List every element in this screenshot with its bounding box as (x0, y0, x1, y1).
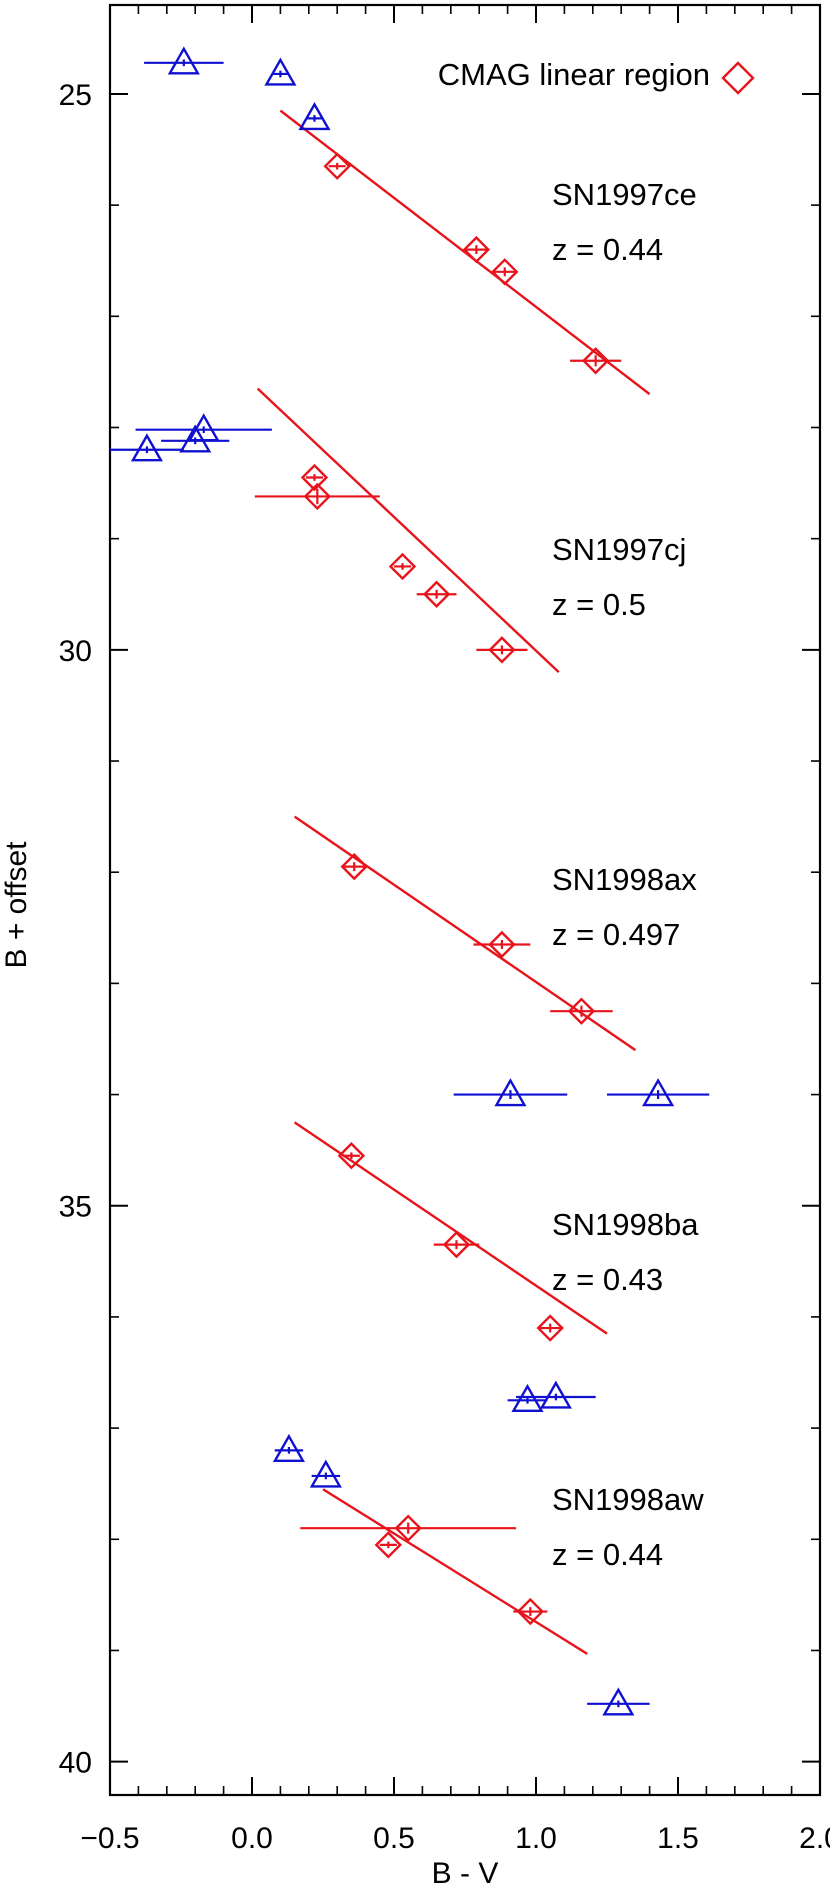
supernova-name-label: SN1998aw (552, 1482, 704, 1517)
redshift-label: z = 0.5 (552, 587, 646, 622)
diamond-point (581, 347, 610, 375)
diamond-point (536, 1314, 564, 1342)
supernova-name-label: SN1997ce (552, 177, 697, 212)
triangle-point (130, 433, 163, 462)
fit-line-SN1998aw (322, 1488, 588, 1655)
diamond-point (388, 552, 417, 581)
redshift-label: z = 0.44 (552, 232, 663, 267)
diamond-point (488, 930, 516, 959)
diamond-point (567, 997, 596, 1025)
triangle-point (602, 1687, 635, 1716)
triangle-point (167, 46, 200, 75)
axis-ticks: −0.5 0.0 0.5 1.0 1.5 2.0 25 30 35 40 (59, 5, 830, 1855)
data-points (110, 46, 710, 1716)
diamond-point (303, 482, 332, 511)
x-tick-label: 1.5 (657, 1822, 699, 1855)
diamond-point (300, 463, 329, 492)
legend-label: CMAG linear region (438, 57, 710, 92)
triangle-point (539, 1380, 572, 1409)
supernova-name-label: SN1998ba (552, 1207, 699, 1242)
diamond-point (442, 1230, 471, 1259)
triangle-point (511, 1383, 544, 1413)
diamond-point (488, 636, 516, 664)
fit-line-SN1998ba (293, 1121, 608, 1335)
y-tick-label: 35 (59, 1191, 92, 1224)
diamond-point (374, 1531, 403, 1559)
triangle-point (298, 101, 331, 131)
x-tick-label: −0.5 (80, 1822, 139, 1855)
diamond-point (323, 152, 351, 180)
diamond-point (491, 258, 519, 286)
y-axis-title: B + offset (0, 841, 33, 969)
redshift-label: z = 0.44 (552, 1537, 663, 1572)
diamond-point (462, 235, 491, 264)
redshift-label: z = 0.497 (552, 917, 680, 952)
supernova-name-label: SN1998ax (552, 862, 697, 897)
triangle-point (642, 1078, 675, 1107)
triangle-point (179, 424, 212, 453)
x-axis-title: B - V (432, 1857, 499, 1890)
fit-line-SN1997cj (256, 387, 560, 673)
legend-diamond-marker (721, 61, 755, 95)
diamond-point (394, 1514, 422, 1542)
x-tick-label: 0.0 (231, 1822, 273, 1855)
diamond-point (337, 1142, 366, 1170)
diamond-point (422, 580, 451, 608)
x-tick-label: 0.5 (373, 1822, 415, 1855)
diamond-point (340, 852, 368, 881)
supernova-name-label: SN1997cj (552, 532, 686, 567)
triangle-point (309, 1459, 342, 1488)
x-tick-label: 2.0 (799, 1822, 830, 1855)
plot-frame (108, 3, 822, 1797)
triangle-point (264, 57, 297, 86)
redshift-label: z = 0.43 (552, 1262, 663, 1297)
diamond-point (516, 1597, 545, 1626)
y-tick-label: 40 (59, 1747, 92, 1780)
y-tick-label: 30 (59, 635, 92, 668)
legend: CMAG linear region (438, 57, 755, 95)
x-tick-label: 1.0 (515, 1822, 557, 1855)
y-tick-label: 25 (59, 79, 92, 112)
triangle-point (494, 1078, 527, 1107)
triangle-point (272, 1433, 305, 1463)
